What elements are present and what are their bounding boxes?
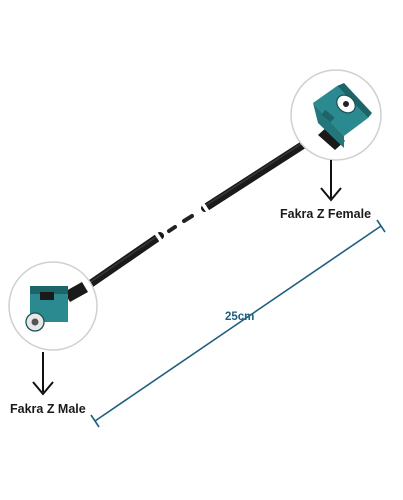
female-connector-callout (290, 69, 382, 161)
cable-upper (201, 130, 324, 213)
arrow-down-icon (320, 160, 342, 202)
arrow-down-icon (32, 352, 54, 396)
male-connector-label: Fakra Z Male (10, 402, 86, 416)
female-connector-label: Fakra Z Female (280, 207, 372, 221)
cable-break (167, 214, 194, 233)
male-connector-callout (8, 261, 98, 351)
dimension-line (90, 219, 386, 428)
cable-length-label: 25cm (225, 311, 255, 323)
